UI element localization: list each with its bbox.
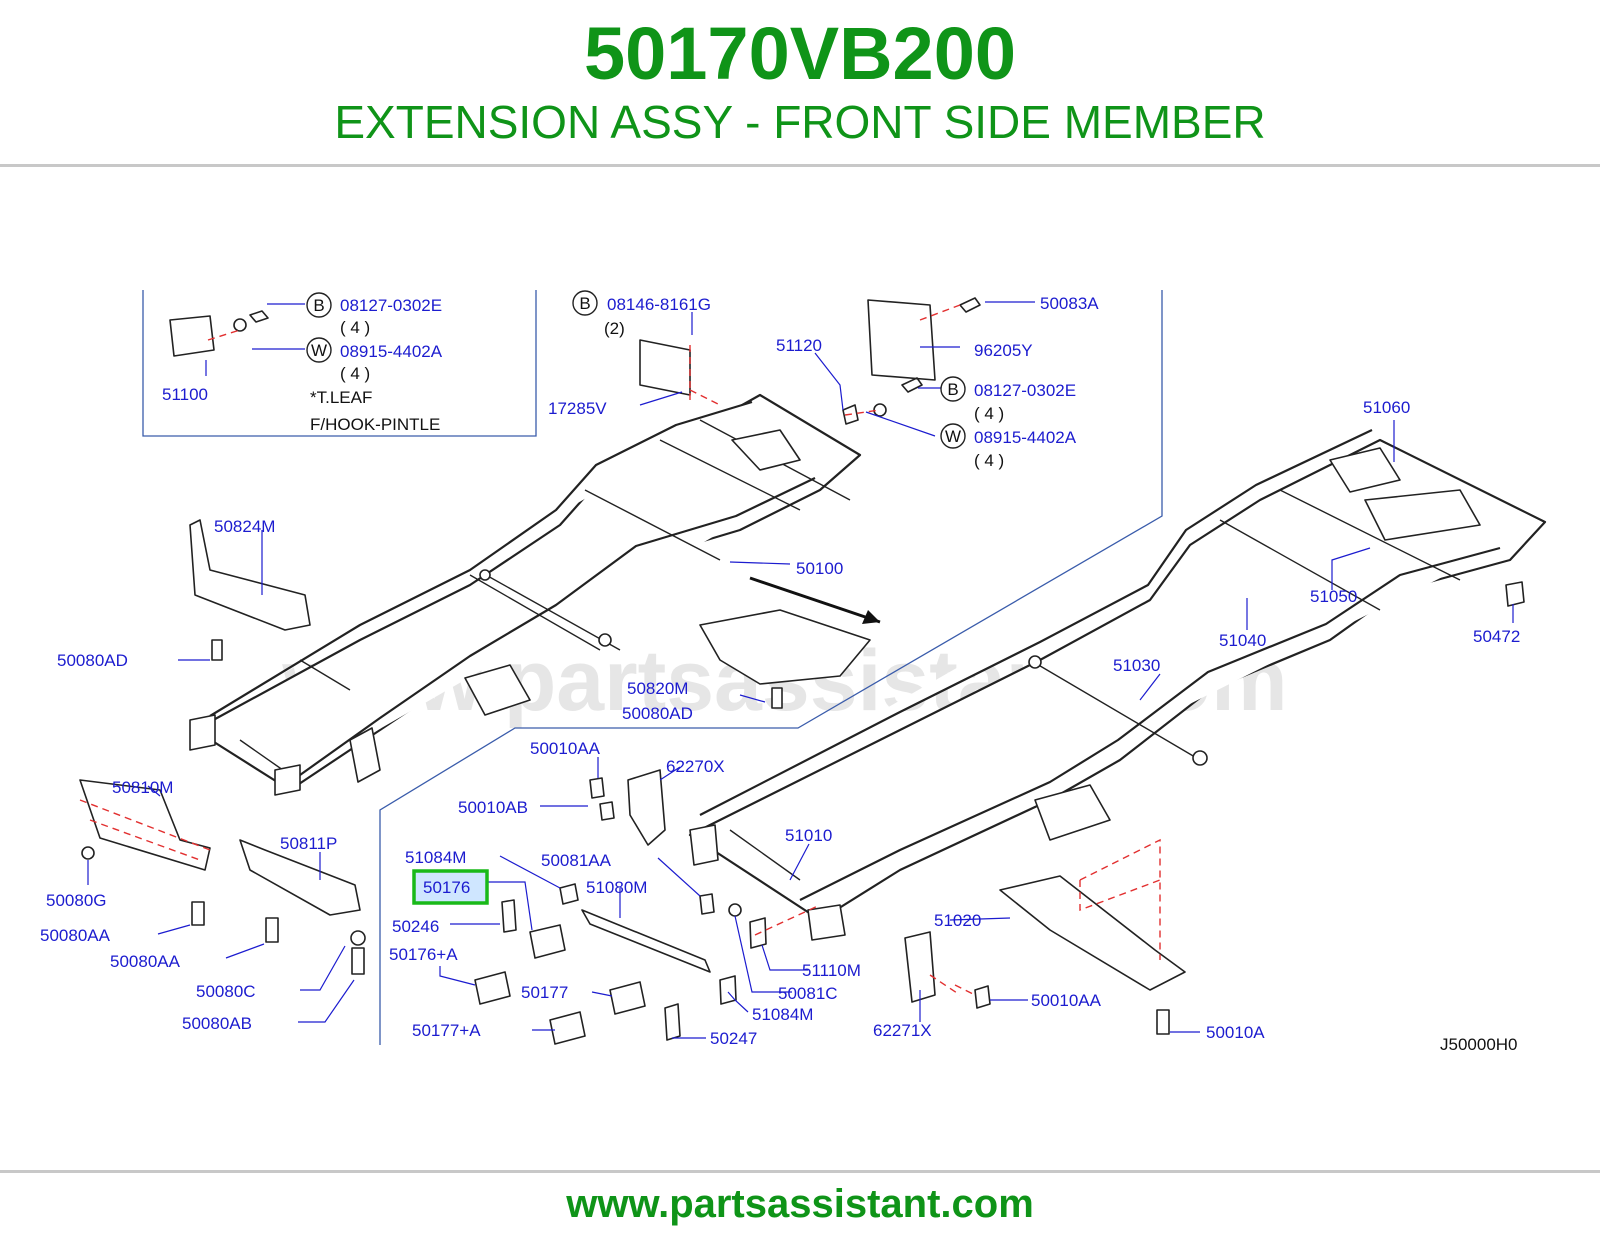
label-51050[interactable]: 51050 bbox=[1310, 587, 1357, 606]
label-top-bolt[interactable]: 08146-8161G bbox=[607, 295, 711, 314]
label-50080c[interactable]: 50080C bbox=[196, 982, 256, 1001]
label-50081c[interactable]: 50081C bbox=[778, 984, 838, 1003]
footer-divider bbox=[0, 1170, 1600, 1173]
parts-diagram: www.partsassistant.com bbox=[0, 258, 1600, 1078]
label-top-washer2[interactable]: 08915-4402A bbox=[974, 428, 1077, 447]
direction-arrow-head bbox=[862, 610, 880, 624]
label-96205y[interactable]: 96205Y bbox=[974, 341, 1033, 360]
part-62271x-shape bbox=[904, 931, 936, 1003]
label-17285v[interactable]: 17285V bbox=[548, 399, 607, 418]
label-50081aa[interactable]: 50081AA bbox=[541, 851, 612, 870]
top-washer2-badge: W bbox=[945, 427, 961, 446]
label-inset-washer-qty: ( 4 ) bbox=[340, 364, 370, 383]
label-51080m[interactable]: 51080M bbox=[586, 878, 647, 897]
right-frame-assembly bbox=[688, 429, 1547, 941]
inset-bolt-badge: B bbox=[313, 296, 324, 315]
page-header: 50170VB200 EXTENSION ASSY - FRONT SIDE M… bbox=[0, 0, 1600, 168]
inset-box bbox=[142, 290, 537, 437]
label-top-bolt-qty: (2) bbox=[604, 319, 625, 338]
label-50177a[interactable]: 50177+A bbox=[412, 1021, 481, 1040]
label-50083a[interactable]: 50083A bbox=[1040, 294, 1099, 313]
diagram-code: J50000H0 bbox=[1440, 1035, 1518, 1054]
label-50010aa-top[interactable]: 50010AA bbox=[530, 739, 601, 758]
part-50824m-shape bbox=[189, 519, 311, 631]
part-51100-shape bbox=[169, 315, 215, 357]
label-50100[interactable]: 50100 bbox=[796, 559, 843, 578]
label-62270x[interactable]: 62270X bbox=[666, 757, 725, 776]
label-50080ad-mid[interactable]: 50080AD bbox=[622, 704, 693, 723]
part-labels: 08127-0302E ( 4 ) 08915-4402A ( 4 ) *T.L… bbox=[40, 294, 1520, 1054]
label-50080g[interactable]: 50080G bbox=[46, 891, 107, 910]
part-51080m-shape bbox=[581, 909, 711, 973]
label-51110m[interactable]: 51110M bbox=[802, 961, 861, 980]
part-50820m-shape bbox=[699, 609, 871, 685]
part-50811p-shape bbox=[239, 839, 361, 916]
part-51020-shape bbox=[999, 875, 1186, 991]
header-divider bbox=[0, 164, 1600, 167]
label-50176[interactable]: 50176 bbox=[423, 878, 470, 897]
label-50010ab[interactable]: 50010AB bbox=[458, 798, 528, 817]
direction-arrow-line bbox=[749, 576, 881, 624]
label-62271x[interactable]: 62271X bbox=[873, 1021, 932, 1040]
label-50010a[interactable]: 50010A bbox=[1206, 1023, 1265, 1042]
label-50080ab[interactable]: 50080AB bbox=[182, 1014, 252, 1033]
label-50010aa-bot[interactable]: 50010AA bbox=[1031, 991, 1102, 1010]
label-inset-washer[interactable]: 08915-4402A bbox=[340, 342, 443, 361]
label-51100[interactable]: 51100 bbox=[162, 385, 208, 404]
label-inset-bolt[interactable]: 08127-0302E bbox=[340, 296, 442, 315]
label-top-washer2-qty: ( 4 ) bbox=[974, 451, 1004, 470]
label-50080aa-1[interactable]: 50080AA bbox=[40, 926, 111, 945]
label-51020[interactable]: 51020 bbox=[934, 911, 981, 930]
label-50824m[interactable]: 50824M bbox=[214, 517, 275, 536]
label-50246[interactable]: 50246 bbox=[392, 917, 439, 936]
part-62270x-shape bbox=[627, 769, 666, 846]
label-50472[interactable]: 50472 bbox=[1473, 627, 1520, 646]
badges: B W B B W bbox=[306, 290, 966, 449]
footer-url[interactable]: www.partsassistant.com bbox=[566, 1182, 1034, 1226]
label-50247[interactable]: 50247 bbox=[710, 1029, 757, 1048]
label-51060[interactable]: 51060 bbox=[1363, 398, 1410, 417]
label-50080ad-left[interactable]: 50080AD bbox=[57, 651, 128, 670]
label-51010[interactable]: 51010 bbox=[785, 826, 832, 845]
part-name-subtitle: EXTENSION ASSY - FRONT SIDE MEMBER bbox=[334, 96, 1266, 148]
label-50176a[interactable]: 50176+A bbox=[389, 945, 458, 964]
label-inset-bolt-qty: ( 4 ) bbox=[340, 318, 370, 337]
left-frame-assembly bbox=[189, 393, 862, 796]
inset-washer-badge: W bbox=[311, 341, 327, 360]
label-top-bolt2-qty: ( 4 ) bbox=[974, 404, 1004, 423]
label-50820m[interactable]: 50820M bbox=[627, 679, 688, 698]
part-50810m-shape bbox=[79, 779, 211, 871]
part-number-title: 50170VB200 bbox=[583, 12, 1017, 95]
label-50080aa-2[interactable]: 50080AA bbox=[110, 952, 181, 971]
highlight-box-50176[interactable] bbox=[412, 869, 489, 905]
label-50177[interactable]: 50177 bbox=[521, 983, 568, 1002]
label-51030[interactable]: 51030 bbox=[1113, 656, 1160, 675]
top-bolt-badge: B bbox=[579, 294, 590, 313]
top-bolt2-badge: B bbox=[947, 380, 958, 399]
label-inset-note1: *T.LEAF bbox=[310, 388, 372, 407]
label-51120[interactable]: 51120 bbox=[776, 336, 822, 355]
plate-96205y bbox=[867, 299, 936, 381]
label-50810m[interactable]: 50810M bbox=[112, 778, 173, 797]
leader-lines bbox=[87, 301, 1514, 1039]
plate-17285v bbox=[639, 339, 691, 396]
label-inset-note2: F/HOOK-PINTLE bbox=[310, 415, 440, 434]
panel-divider-line bbox=[379, 290, 1163, 1045]
label-50811p[interactable]: 50811P bbox=[280, 834, 337, 853]
label-51084m-bot[interactable]: 51084M bbox=[752, 1005, 813, 1024]
label-51084m-top[interactable]: 51084M bbox=[405, 848, 466, 867]
label-51040[interactable]: 51040 bbox=[1219, 631, 1266, 650]
diagram-svg: www.partsassistant.com bbox=[40, 290, 1547, 1054]
label-top-bolt2[interactable]: 08127-0302E bbox=[974, 381, 1076, 400]
